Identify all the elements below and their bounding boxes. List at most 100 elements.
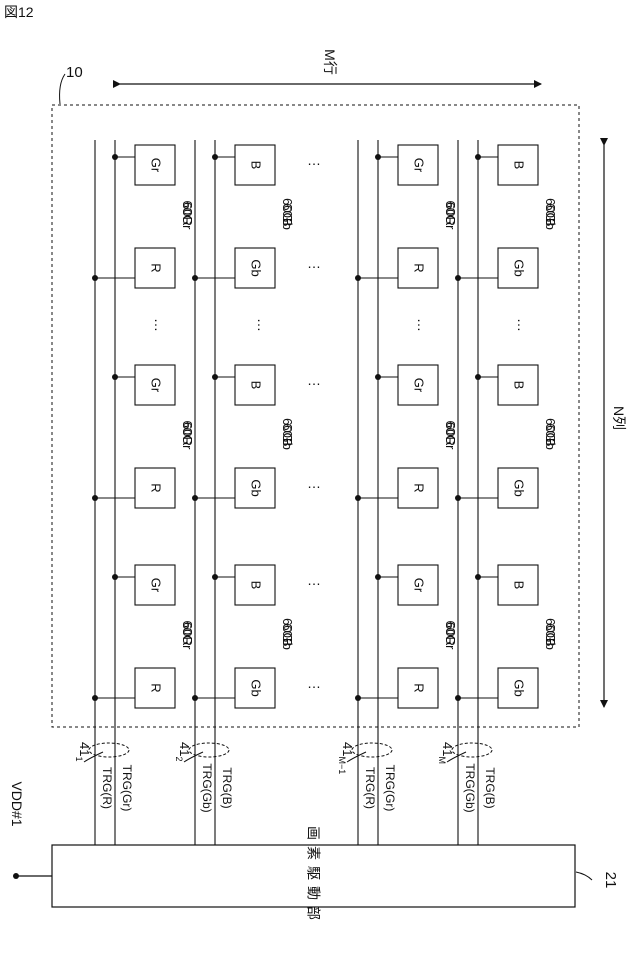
line-group-sub: 2 [174,756,184,761]
pixel-ref-label: 60Gb [280,198,295,230]
line-group-sub: M−1 [337,756,347,774]
pixel-label: B [249,161,264,170]
junction-dot [375,154,381,160]
pixel-label: R [412,263,427,272]
junction-dot [112,374,118,380]
junction-dot [92,275,98,281]
pixel-ref-label: 60R [443,622,458,646]
trg-line-label: TRG(R) [363,767,377,809]
trg-line-label: TRG(Gr) [383,765,397,812]
pixel-label: B [249,381,264,390]
junction-dot [375,374,381,380]
ellipsis: … [415,318,431,332]
junction-dot [112,574,118,580]
pixel-label: Gb [249,479,264,496]
pixel-label: Gr [412,158,427,173]
pixel-ref-label: 60R [180,422,195,446]
ellipsis: … [307,572,321,588]
pixel-ref-label: 60R [180,622,195,646]
pixel-label: Gr [412,378,427,393]
line-group-base: 41 [440,742,455,756]
junction-dot [92,495,98,501]
ellipsis: … [307,675,321,691]
pixel-ref-label: 60R [443,422,458,446]
junction-dot [112,154,118,160]
driver-ref-label: 21 [602,872,619,889]
pixel-label: Gb [512,679,527,696]
vdd-label: VDD#1 [9,781,25,826]
junction-dot [192,495,198,501]
line-group-label: 41M−1 [337,742,355,774]
junction-dot [92,695,98,701]
junction-dot [455,695,461,701]
trg-line-label: TRG(R) [100,767,114,809]
junction-dot [212,574,218,580]
pixel-array-leader [60,74,65,104]
junction-dot [475,154,481,160]
ellipsis: … [307,475,321,491]
ellipsis: … [515,318,531,332]
pixel-label: B [249,581,264,590]
pixel-ref-label: 60Gb [543,618,558,650]
junction-dot [355,275,361,281]
line-group-base: 41 [177,742,192,756]
pixel-ref-label: 60Gb [280,618,295,650]
ellipsis: … [152,318,168,332]
junction-dot [455,275,461,281]
junction-dot [192,695,198,701]
pixel-label: Gb [512,479,527,496]
ellipsis: … [307,152,321,168]
pixel-ref-label: 60Gb [280,418,295,450]
trg-line-label: TRG(Gb) [463,763,477,812]
driver-ref-leader [576,872,592,880]
line-group-label: 41M [437,742,455,764]
m-rows-label: M行 [322,49,338,75]
line-group-sub: 1 [74,756,84,761]
line-group-base: 41 [340,742,355,756]
junction-dot [475,374,481,380]
pixel-label: Gb [249,259,264,276]
trg-line-label: TRG(Gr) [120,765,134,812]
pixel-driving-unit-label: 画素駆動部 [305,826,321,926]
pixel-label: R [412,683,427,692]
junction-dot [355,695,361,701]
pixel-ref-label: 60Gb [543,418,558,450]
pixel-label: R [149,683,164,692]
line-group-base: 41 [77,742,92,756]
junction-dot [355,495,361,501]
pixel-label: R [149,263,164,272]
pixel-label: Gr [412,578,427,593]
n-columns-label: N列 [611,406,627,430]
pixel-label: Gr [149,158,164,173]
junction-dot [455,495,461,501]
pixel-ref-label: 60Gb [543,198,558,230]
pixel-label: Gb [512,259,527,276]
pixel-label: R [149,483,164,492]
pixel-ref-label: 60R [180,202,195,226]
junction-dot [212,374,218,380]
trg-line-label: TRG(Gb) [200,763,214,812]
pixel-label: B [512,581,527,590]
vdd-terminal [13,873,19,879]
junction-dot [212,154,218,160]
pixel-label: R [412,483,427,492]
line-group-sub: M [437,756,447,764]
pixel-ref-label: 60R [443,202,458,226]
trg-line-label: TRG(B) [483,767,497,808]
ellipsis: … [307,255,321,271]
pixel-array-ref-label: 10 [66,64,83,81]
ellipsis: … [255,318,271,332]
junction-dot [475,574,481,580]
pixel-label: Gr [149,378,164,393]
pixel-array-boundary [52,105,579,727]
ellipsis: … [307,372,321,388]
pixel-label: B [512,161,527,170]
pixel-label: B [512,381,527,390]
junction-dot [192,275,198,281]
trg-line-label: TRG(B) [220,767,234,808]
pixel-label: Gr [149,578,164,593]
pixel-label: Gb [249,679,264,696]
junction-dot [375,574,381,580]
